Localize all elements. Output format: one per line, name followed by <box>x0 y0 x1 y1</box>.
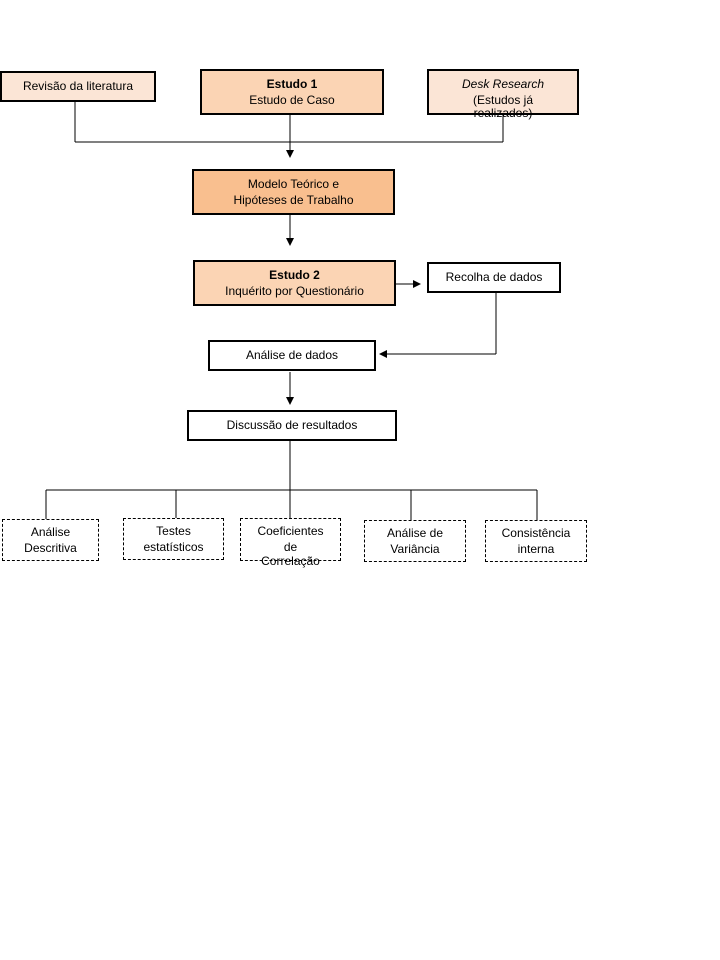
node-recolha-dados: Recolha de dados <box>427 262 561 293</box>
node-modelo-line1: Modelo Teórico e <box>247 177 340 191</box>
node-recolha-label: Recolha de dados <box>445 270 543 284</box>
method-analise-descritiva: Análise Descritiva <box>2 519 99 561</box>
method-1-line1: Análise <box>30 525 71 539</box>
method-consistencia-interna: Consistência interna <box>485 520 587 562</box>
node-estudo2-title: Estudo 2 <box>269 268 320 282</box>
method-testes-estatisticos: Testes estatísticos <box>123 518 224 560</box>
method-4-line2: Variância <box>390 542 440 556</box>
node-estudo1-subtitle: Estudo de Caso <box>249 93 335 107</box>
method-analise-variancia: Análise de Variância <box>364 520 466 562</box>
method-5-line2: interna <box>517 542 555 556</box>
method-2-line2: estatísticos <box>143 540 204 554</box>
node-desk-line3: realizados) <box>473 106 533 120</box>
node-modelo-teorico: Modelo Teórico e Hipóteses de Trabalho <box>192 169 395 215</box>
node-estudo-1: Estudo 1 Estudo de Caso <box>200 69 384 115</box>
node-revisao-label: Revisão da literatura <box>22 79 134 93</box>
method-3-line2: de <box>283 540 298 554</box>
node-desk-title: Desk Research <box>461 77 545 91</box>
node-estudo-2: Estudo 2 Inquérito por Questionário <box>193 260 396 306</box>
method-2-line1: Testes <box>156 524 191 538</box>
node-revisao-literatura: Revisão da literatura <box>0 71 156 102</box>
node-desk-research: Desk Research (Estudos já realizados) <box>427 69 579 120</box>
method-3-line3: Correlação <box>261 554 320 568</box>
node-modelo-line2: Hipóteses de Trabalho <box>233 193 354 207</box>
node-estudo2-subtitle: Inquérito por Questionário <box>225 284 364 298</box>
node-desk-line2: (Estudos já <box>472 93 534 107</box>
method-coeficientes-correlacao: Coeficientes de Correlação <box>240 518 341 568</box>
node-discussao-label: Discussão de resultados <box>226 418 358 432</box>
method-3-line1: Coeficientes <box>257 524 324 538</box>
node-analise-label: Análise de dados <box>245 348 339 362</box>
method-4-line1: Análise de <box>386 526 444 540</box>
method-5-line1: Consistência <box>501 526 571 540</box>
node-estudo1-title: Estudo 1 <box>266 77 318 91</box>
node-discussao-resultados: Discussão de resultados <box>187 410 397 441</box>
node-analise-dados: Análise de dados <box>208 340 376 371</box>
method-1-line2: Descritiva <box>24 541 77 555</box>
